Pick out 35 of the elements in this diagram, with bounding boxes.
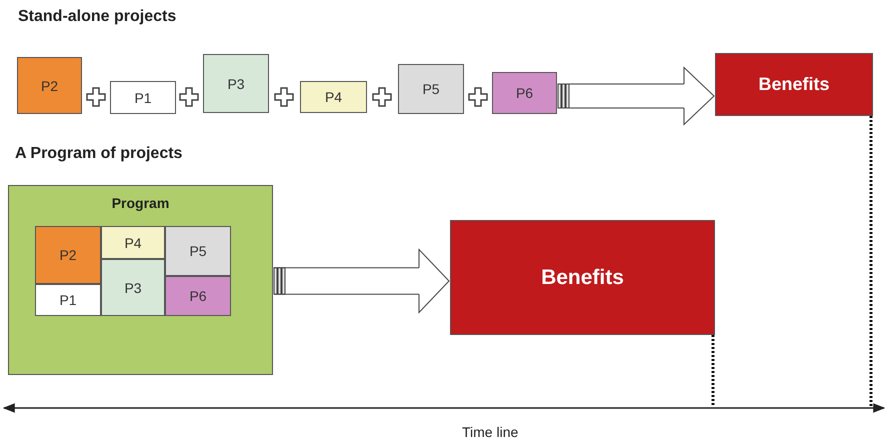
node-label: P3 (124, 280, 142, 296)
node-label: Benefits (541, 266, 624, 290)
project-box (203, 54, 269, 113)
benefits-box (450, 220, 715, 335)
section-heading: Stand-alone projects (18, 8, 176, 26)
node-label: P2 (59, 247, 77, 263)
node-label: P2 (40, 78, 58, 94)
project-box (300, 81, 367, 113)
project-box (165, 226, 231, 276)
program-panel (8, 185, 273, 375)
section-heading: A Program of projects (15, 145, 182, 163)
project-box (35, 226, 101, 284)
node-label: P3 (227, 76, 245, 92)
project-box (398, 64, 464, 114)
axis-label: Time line (462, 424, 518, 440)
project-box (101, 226, 165, 259)
project-box (165, 276, 231, 316)
block-arrow (274, 249, 450, 313)
node-label: P6 (516, 85, 534, 101)
project-box (35, 284, 101, 316)
node-label: P5 (189, 243, 207, 259)
node-label: Benefits (758, 74, 830, 95)
benefits-box (715, 53, 873, 116)
panel-title: Program (112, 195, 170, 211)
project-box (492, 72, 557, 114)
node-label: P4 (324, 89, 342, 105)
project-box (110, 81, 176, 114)
node-label: P1 (59, 292, 77, 308)
node-label: P1 (134, 90, 152, 106)
node-label: P6 (189, 288, 207, 304)
node-label: P4 (124, 234, 142, 250)
node-label: P5 (422, 81, 440, 97)
project-box (101, 259, 165, 316)
project-box (17, 57, 82, 114)
block-arrow (558, 67, 714, 125)
